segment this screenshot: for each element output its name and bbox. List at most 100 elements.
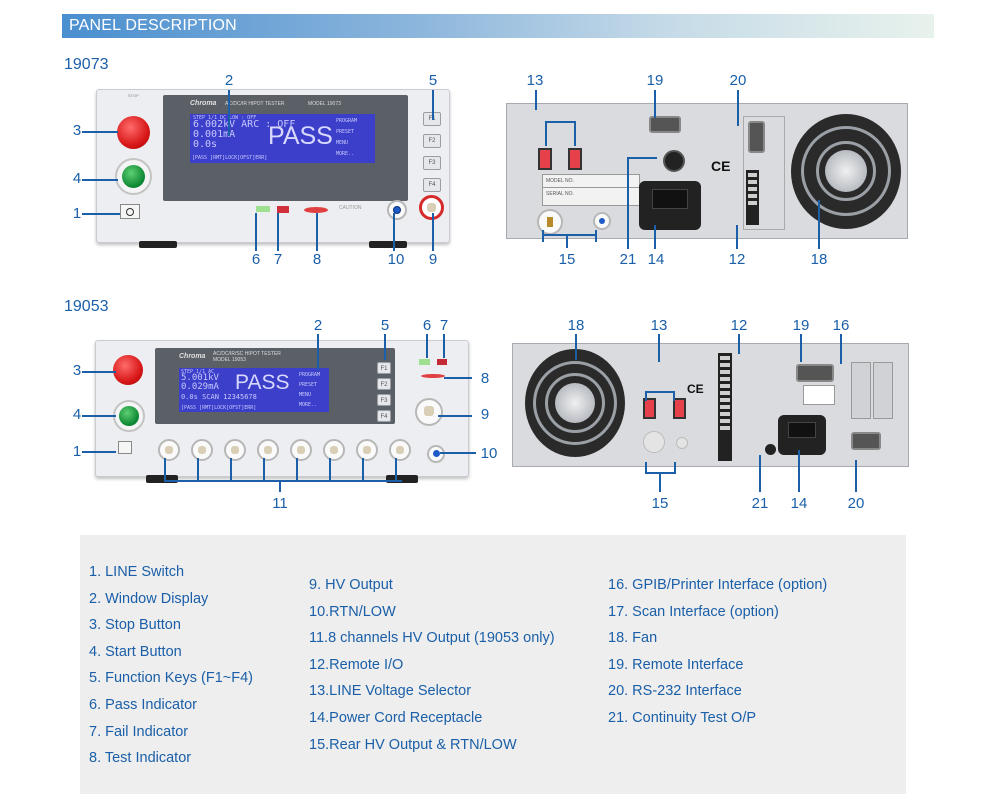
- callout-line: [82, 131, 118, 133]
- callout-number: 3: [72, 122, 82, 139]
- callout-line: [818, 200, 820, 249]
- function-key-f2[interactable]: F2: [423, 134, 441, 148]
- callout-number: 6: [251, 251, 261, 268]
- power-cord-receptacle[interactable]: [778, 415, 826, 455]
- legend-item: 19. Remote Interface: [608, 656, 744, 673]
- start-button[interactable]: [122, 165, 145, 188]
- rear-rtn-low[interactable]: [593, 212, 611, 230]
- line-voltage-selector[interactable]: [538, 148, 552, 170]
- callout-number: 20: [847, 495, 865, 512]
- power-cord-receptacle[interactable]: [639, 181, 701, 230]
- line-switch[interactable]: [118, 441, 132, 454]
- callout-line: [595, 230, 597, 242]
- callout-line: [317, 334, 319, 370]
- legend-panel: [80, 535, 906, 794]
- legend-item: 8. Test Indicator: [89, 750, 192, 767]
- callout-number: 9: [480, 406, 490, 423]
- start-button[interactable]: [119, 406, 139, 426]
- rs232-connector[interactable]: [851, 432, 881, 450]
- callout-line: [82, 415, 116, 417]
- rear-hv-output[interactable]: [537, 209, 563, 235]
- rear-rtn-low[interactable]: [676, 437, 688, 449]
- lcd-status: [PASS ]RMT]LOCK]OFST]ERR]: [192, 155, 268, 161]
- function-key-f4[interactable]: F4: [377, 410, 391, 422]
- soft-menu: PROGRAM PRESET MENU MORE..: [336, 116, 357, 160]
- soft-menu-item: PRESET: [336, 129, 355, 135]
- start-button-ring: [115, 158, 152, 195]
- hv-channel-output[interactable]: [356, 439, 378, 461]
- continuity-test-output[interactable]: [663, 150, 685, 172]
- hv-channel-output[interactable]: [389, 439, 411, 461]
- callout-number: 21: [619, 251, 637, 268]
- callout-line: [164, 480, 402, 482]
- callout-line: [228, 90, 230, 136]
- power-icon: [126, 208, 134, 216]
- front-panel-19073: STOP Chroma AC/DC/IR HIPOT TESTER MODEL …: [96, 89, 450, 248]
- lcd-time-scan: 0.0s SCAN 12345678: [181, 393, 257, 401]
- line-voltage-selector[interactable]: [673, 398, 686, 419]
- remote-io-terminal[interactable]: [718, 353, 732, 461]
- rtn-low-terminal[interactable]: [427, 445, 445, 463]
- hv-channel-output[interactable]: [191, 439, 213, 461]
- legend-item: 3. Stop Button: [89, 617, 181, 634]
- function-key-f2[interactable]: F2: [377, 378, 391, 390]
- remote-interface-connector[interactable]: [796, 364, 834, 382]
- callout-number: 10: [480, 445, 498, 462]
- rtn-low-terminal[interactable]: [387, 200, 407, 220]
- stop-button[interactable]: [113, 355, 143, 385]
- test-indicator: [421, 374, 445, 378]
- legend-item: 16. GPIB/Printer Interface (option): [608, 577, 828, 593]
- stop-button[interactable]: [117, 116, 150, 149]
- callout-line: [542, 234, 597, 236]
- soft-menu-item: MENU: [336, 140, 349, 146]
- callout-line: [855, 460, 857, 492]
- lcd-current: 0.001mA: [193, 129, 236, 140]
- hv-channel-output[interactable]: [323, 439, 345, 461]
- callout-line: [627, 157, 629, 249]
- soft-menu-item: MORE..: [336, 151, 355, 157]
- callout-line: [197, 458, 199, 481]
- callout-number: 11: [272, 495, 288, 512]
- callout-number: 12: [728, 251, 746, 268]
- callout-line: [654, 225, 656, 249]
- hv-channel-output[interactable]: [290, 439, 312, 461]
- hv-channel-output[interactable]: [224, 439, 246, 461]
- callout-line: [674, 462, 676, 474]
- callout-line: [545, 121, 576, 123]
- callout-line: [329, 458, 331, 481]
- callout-line: [736, 225, 738, 249]
- model-label-19073: 19073: [64, 56, 109, 73]
- callout-number: 15: [651, 495, 669, 512]
- callout-number: 1: [72, 443, 82, 460]
- hv-output-terminal[interactable]: [415, 398, 443, 426]
- callout-number: 1: [72, 205, 82, 222]
- start-button-ring: [113, 400, 145, 432]
- callout-line: [395, 458, 397, 481]
- legend-item: 13.LINE Voltage Selector: [309, 683, 472, 700]
- fail-indicator: [437, 359, 447, 365]
- callout-line: [545, 122, 547, 146]
- remote-io-terminal[interactable]: [746, 170, 759, 225]
- hv-output-terminal[interactable]: [419, 195, 444, 220]
- callout-number: 20: [729, 72, 747, 89]
- callout-line: [566, 234, 568, 248]
- remote-interface-connector[interactable]: [649, 116, 681, 133]
- hv-channel-output[interactable]: [158, 439, 180, 461]
- function-key-f1[interactable]: F1: [377, 362, 391, 374]
- callout-line: [575, 334, 577, 360]
- callout-line: [279, 480, 281, 492]
- line-voltage-selector[interactable]: [568, 148, 582, 170]
- continuity-test-output[interactable]: [765, 444, 776, 455]
- rs232-connector[interactable]: [748, 121, 765, 153]
- callout-line: [255, 213, 257, 251]
- rear-hv-output[interactable]: [643, 431, 665, 453]
- line-switch[interactable]: [120, 204, 140, 219]
- line-voltage-selector[interactable]: [643, 398, 656, 419]
- function-key-f3[interactable]: F3: [377, 394, 391, 406]
- hv-channel-output[interactable]: [257, 439, 279, 461]
- model-serial-plate: MODEL NO. SERIAL NO.: [542, 174, 640, 206]
- function-key-f3[interactable]: F3: [423, 156, 441, 170]
- display-model: MODEL 19053: [213, 357, 246, 363]
- function-key-f4[interactable]: F4: [423, 178, 441, 192]
- display-model: MODEL 19073: [308, 101, 341, 107]
